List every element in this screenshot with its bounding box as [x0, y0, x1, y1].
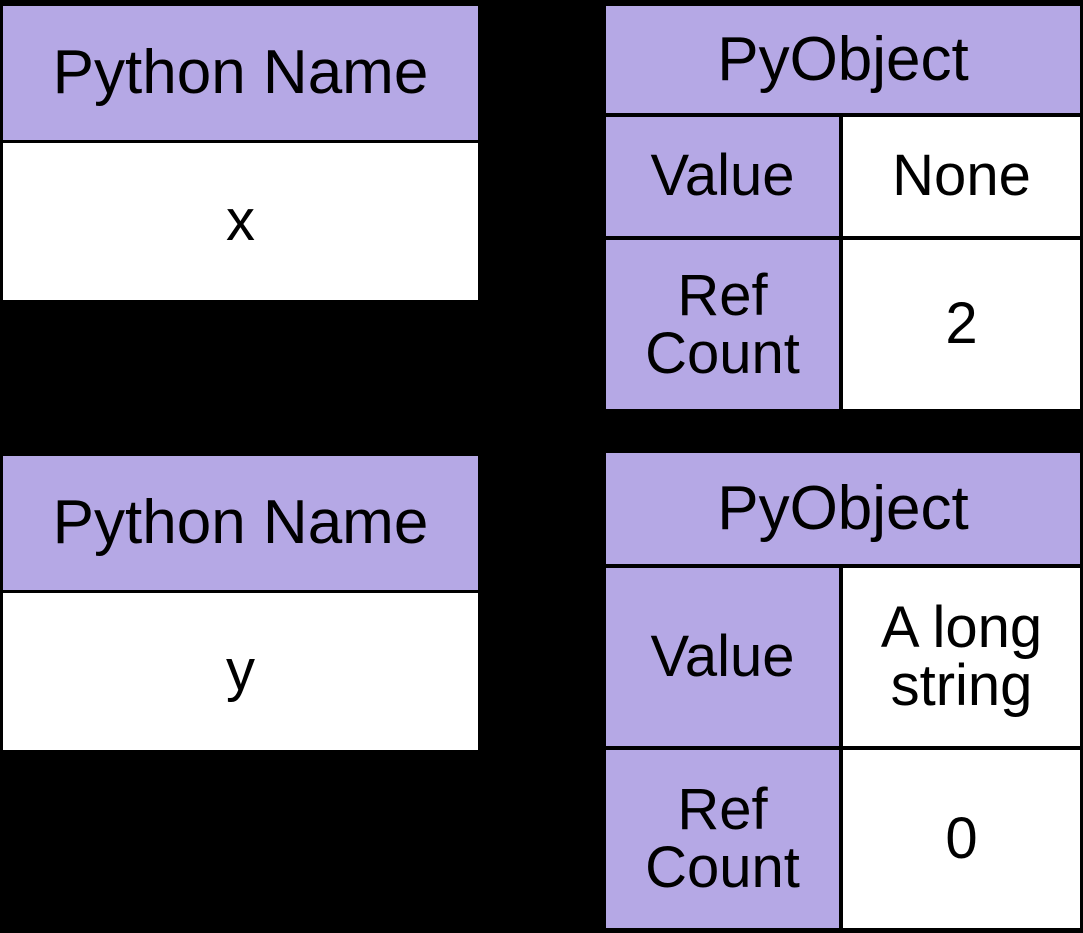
- pyobject-header: PyObject: [606, 453, 1080, 568]
- pyobject-row-refcount: Ref Count 0: [606, 746, 1080, 928]
- pyobject-refcount-value: 2: [843, 240, 1080, 409]
- python-name-value: x: [3, 143, 478, 300]
- pyobject-refcount-label-line1: Ref: [677, 777, 768, 842]
- pyobject-value-cell: A long string: [843, 568, 1080, 746]
- pyobject-refcount-label: Ref Count: [606, 240, 843, 409]
- pyobject-table-none: PyObject Value None Ref Count 2: [603, 3, 1083, 418]
- pyobject-value-line1: A long: [880, 595, 1043, 660]
- python-name-table-x: Python Name x: [0, 3, 481, 303]
- pyobject-value-cell: None: [843, 117, 1080, 236]
- pyobject-row-value: Value A long string: [606, 568, 1080, 746]
- python-name-table-y: Python Name y: [0, 453, 481, 753]
- pyobject-refcount-label-line2: Count: [645, 320, 800, 386]
- pyobject-value-line2: string: [890, 653, 1033, 718]
- pyobject-refcount-label-line1: Ref: [677, 262, 768, 328]
- pyobject-header: PyObject: [606, 6, 1080, 117]
- pyobject-refcount-label-line2: Count: [645, 835, 800, 900]
- pyobject-value-label: Value: [606, 568, 843, 746]
- pyobject-refcount-label: Ref Count: [606, 750, 843, 928]
- pyobject-row-value: Value None: [606, 117, 1080, 236]
- pyobject-refcount-value: 0: [843, 750, 1080, 928]
- pyobject-value-label: Value: [606, 117, 843, 236]
- python-name-header: Python Name: [3, 456, 478, 593]
- pyobject-table-string: PyObject Value A long string Ref Count 0: [603, 450, 1083, 933]
- python-name-header: Python Name: [3, 6, 478, 143]
- python-name-value: y: [3, 593, 478, 750]
- pyobject-row-refcount: Ref Count 2: [606, 236, 1080, 409]
